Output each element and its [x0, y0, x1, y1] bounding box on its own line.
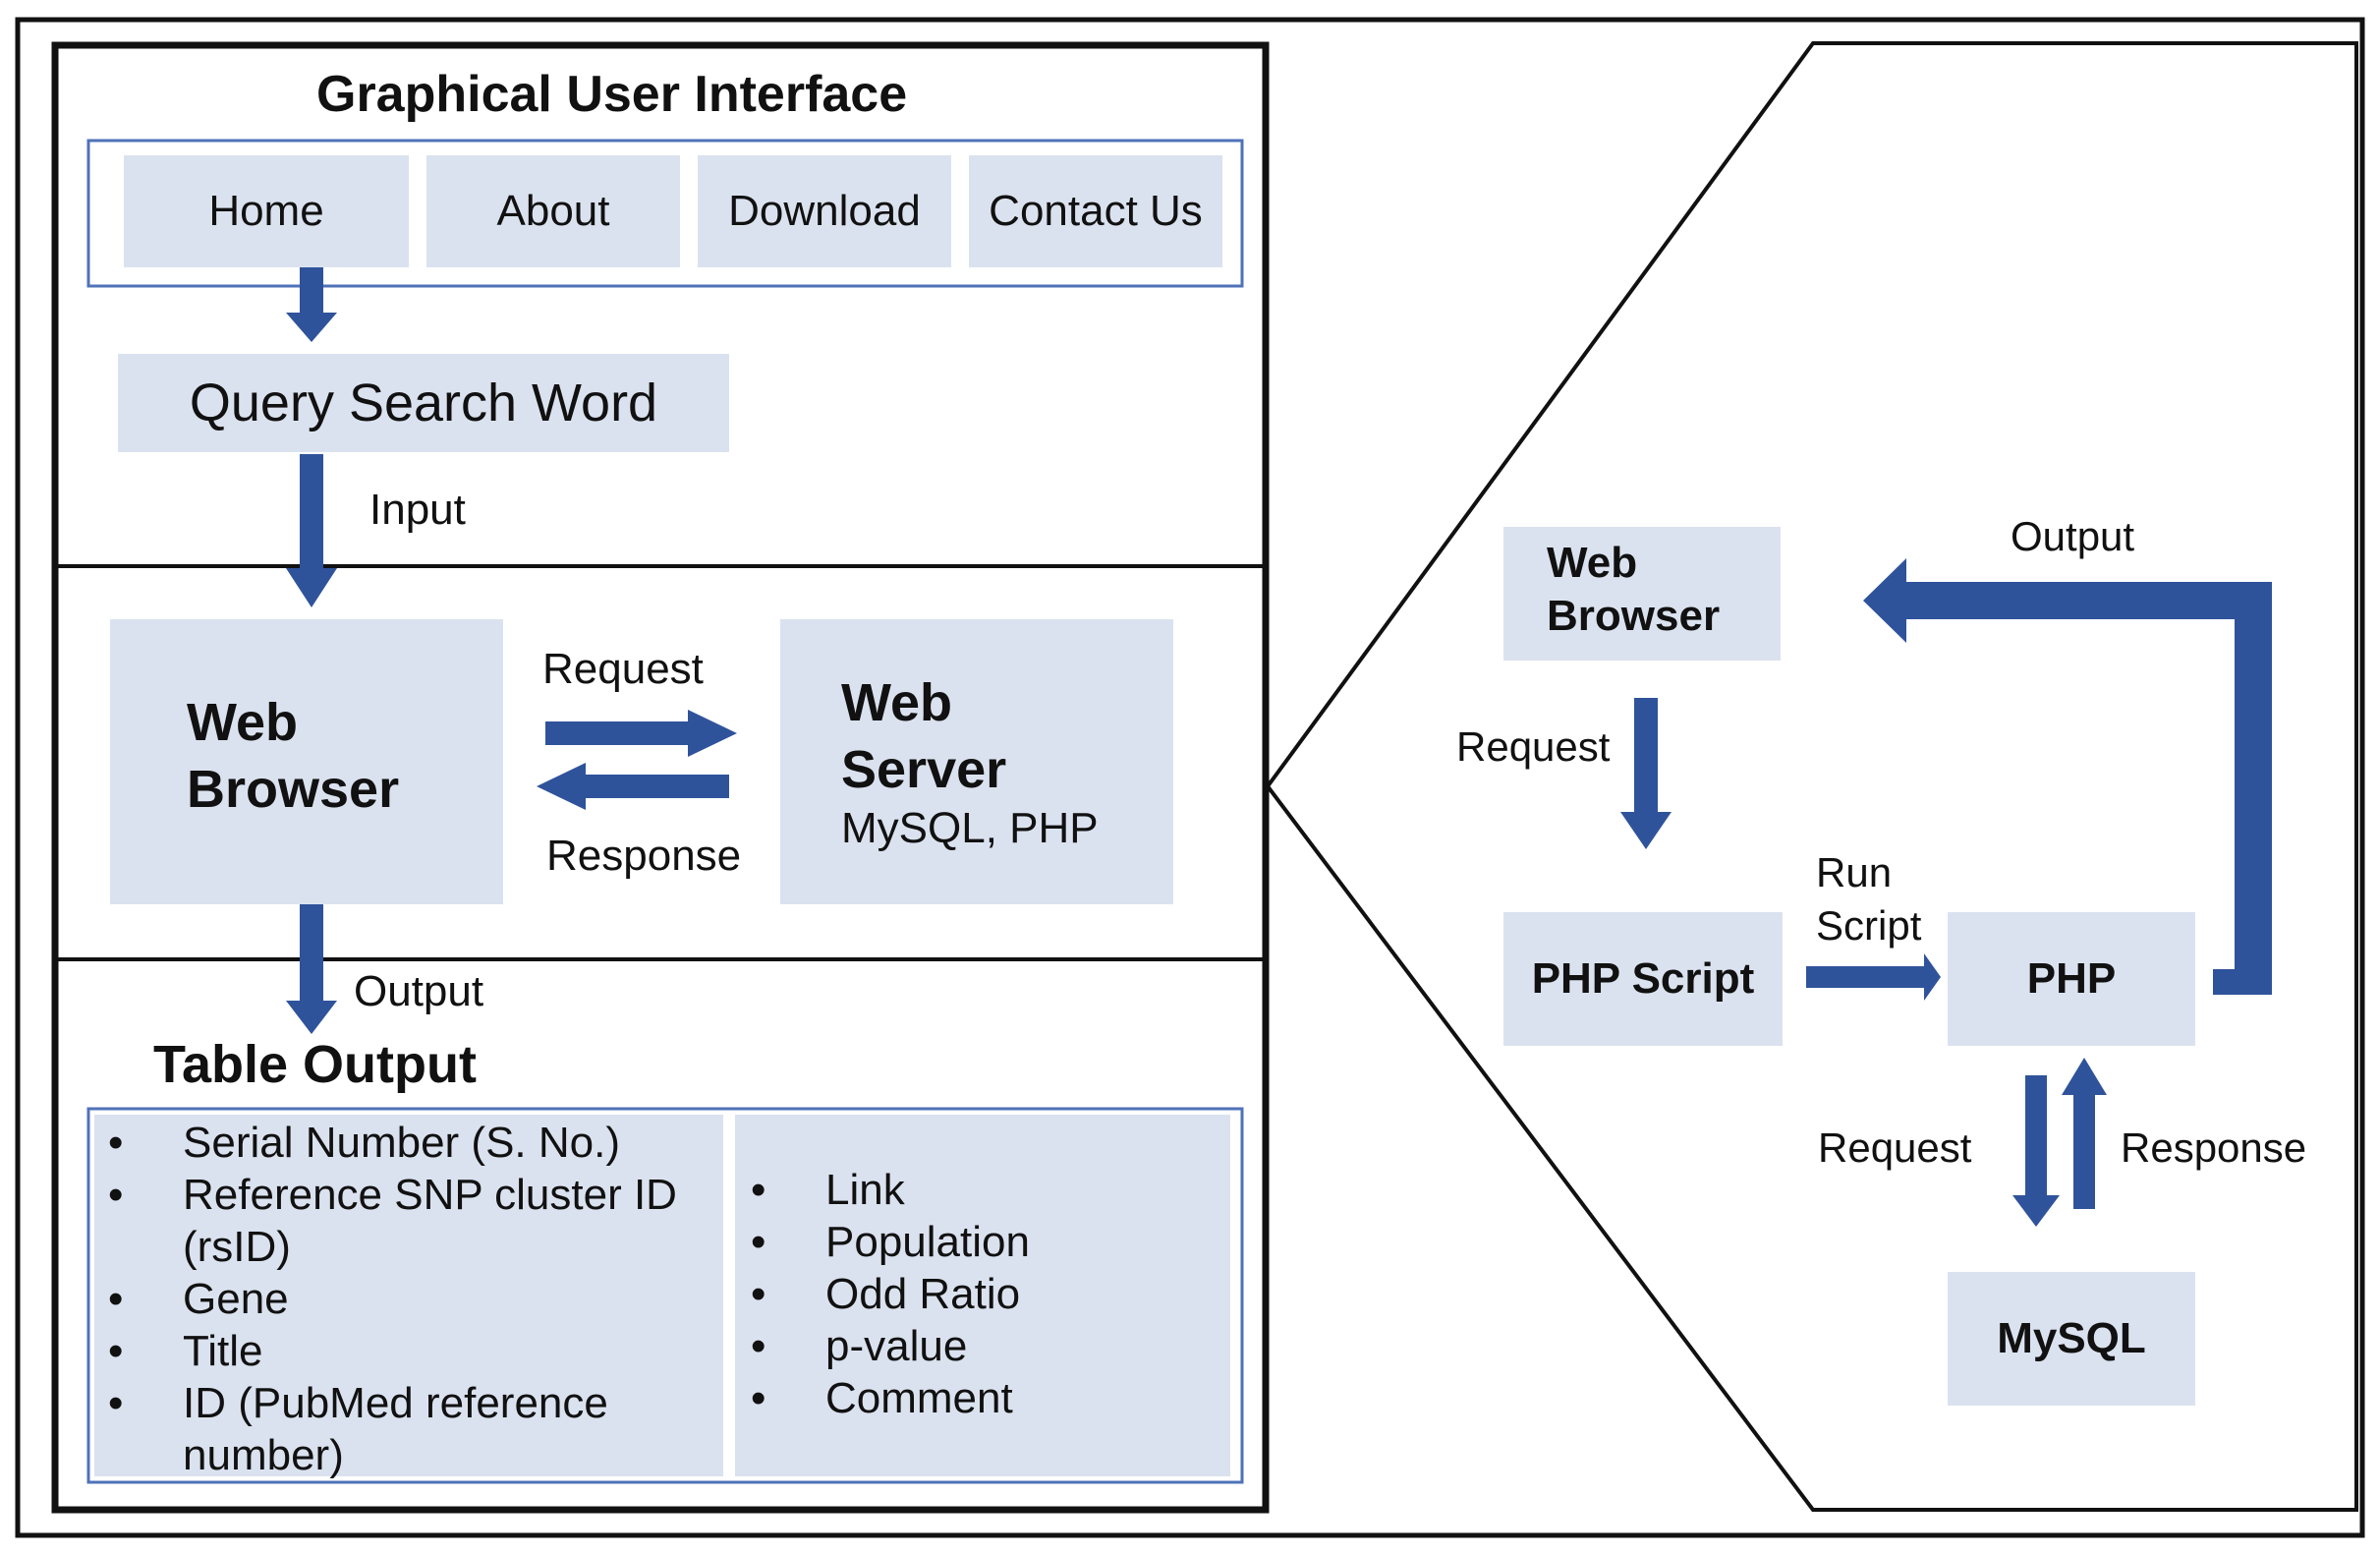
nav-contact-button[interactable]: Contact Us — [969, 155, 1222, 267]
list-item: •ID (PubMed reference — [108, 1379, 608, 1427]
table-output-left-cell — [94, 1115, 723, 1476]
list-item: •Population — [751, 1218, 1030, 1266]
nav-download-button[interactable]: Download — [698, 155, 951, 267]
arrow-php-mysql-head — [2012, 1195, 2060, 1227]
php-script-label: PHP Script — [1531, 954, 1755, 1003]
arrow-browser-output-shaft — [300, 904, 323, 1003]
list-item: •Comment — [751, 1374, 1013, 1422]
list-item: •Serial Number (S. No.) — [108, 1119, 621, 1167]
outer-frame — [15, 17, 2365, 1538]
arrow-rbrowser-script-shaft — [1634, 698, 1658, 814]
table-output-frame — [86, 1107, 1244, 1484]
list-item: number) — [183, 1431, 344, 1479]
php-label: PHP — [2026, 954, 2117, 1003]
table-fields-right: •Link •Population •Odd Ratio •p-value •C… — [737, 1164, 1030, 1424]
run-script-line2: Script — [1816, 902, 1922, 949]
list-item: •p-value — [751, 1322, 968, 1370]
web-server-sub: MySQL, PHP — [841, 804, 1099, 852]
list-item: •Link — [751, 1166, 905, 1214]
right-panel-frame — [1265, 41, 2358, 1512]
web-server-line2: Server — [841, 740, 1007, 799]
table-output-right-cell — [735, 1115, 1230, 1476]
mysql-box: MySQL — [1948, 1272, 2195, 1406]
nav-download-label: Download — [728, 187, 921, 235]
right-web-browser-box — [1503, 527, 1781, 661]
nav-about-button[interactable]: About — [426, 155, 680, 267]
arrow-php-mysql-shaft — [2025, 1075, 2047, 1199]
table-fields-left: •Serial Number (S. No.) •Reference SNP c… — [94, 1117, 677, 1481]
web-server-box — [780, 619, 1173, 904]
arrow-script-php-head — [1924, 953, 1941, 1001]
gui-title: Graphical User Interface — [316, 66, 908, 123]
output-label: Output — [354, 967, 484, 1015]
web-browser-line1: Web — [187, 693, 299, 752]
list-item: •Odd Ratio — [751, 1270, 1021, 1318]
response2-label: Response — [2121, 1124, 2307, 1171]
right-web-browser-line2: Browser — [1547, 592, 1721, 640]
web-browser-line2: Browser — [187, 760, 400, 819]
arrow-request-right-head — [688, 710, 737, 757]
nav-home-label: Home — [208, 187, 324, 235]
right-request-label: Request — [1456, 723, 1611, 770]
run-script-line1: Run — [1816, 849, 1893, 895]
response-label: Response — [546, 832, 742, 880]
left-panel-frame — [51, 41, 1270, 1514]
arrow-home-query-head — [286, 313, 337, 342]
request-label: Request — [542, 645, 704, 693]
right-web-browser-line1: Web — [1547, 539, 1638, 587]
table-output-title: Table Output — [153, 1035, 477, 1094]
list-item: •Reference SNP cluster ID — [108, 1171, 677, 1219]
nav-about-label: About — [496, 187, 610, 235]
input-label: Input — [369, 486, 466, 534]
arrow-response-left-head — [537, 763, 586, 810]
arrow-query-browser-head — [286, 568, 337, 607]
list-item: •Gene — [108, 1275, 289, 1323]
query-search-label: Query Search Word — [189, 374, 658, 432]
list-item: (rsID) — [183, 1223, 291, 1271]
list-item: •Title — [108, 1327, 263, 1375]
arrow-mysql-php-head — [2062, 1058, 2107, 1095]
web-browser-box — [110, 619, 503, 904]
arrow-rbrowser-script-head — [1620, 812, 1672, 849]
php-box: PHP — [1948, 912, 2195, 1046]
mysql-label: MySQL — [1997, 1314, 2146, 1362]
php-script-box: PHP Script — [1503, 912, 1783, 1046]
nav-contact-label: Contact Us — [989, 187, 1203, 235]
nav-group-frame — [86, 139, 1244, 288]
request2-label: Request — [1818, 1124, 1972, 1171]
arrow-output-loop — [1863, 558, 2272, 995]
arrow-query-browser-shaft — [300, 454, 323, 570]
right-output-label: Output — [2011, 513, 2135, 559]
arrow-script-php-shaft — [1806, 966, 1928, 988]
nav-home-button[interactable]: Home — [124, 155, 409, 267]
web-server-line1: Web — [841, 673, 953, 732]
arrow-request-right-shaft — [545, 721, 693, 745]
query-search-box: Query Search Word — [118, 354, 729, 452]
arrow-response-left-shaft — [582, 775, 729, 798]
arrow-browser-output-head — [286, 1001, 337, 1034]
arrow-mysql-php-shaft — [2073, 1093, 2095, 1209]
